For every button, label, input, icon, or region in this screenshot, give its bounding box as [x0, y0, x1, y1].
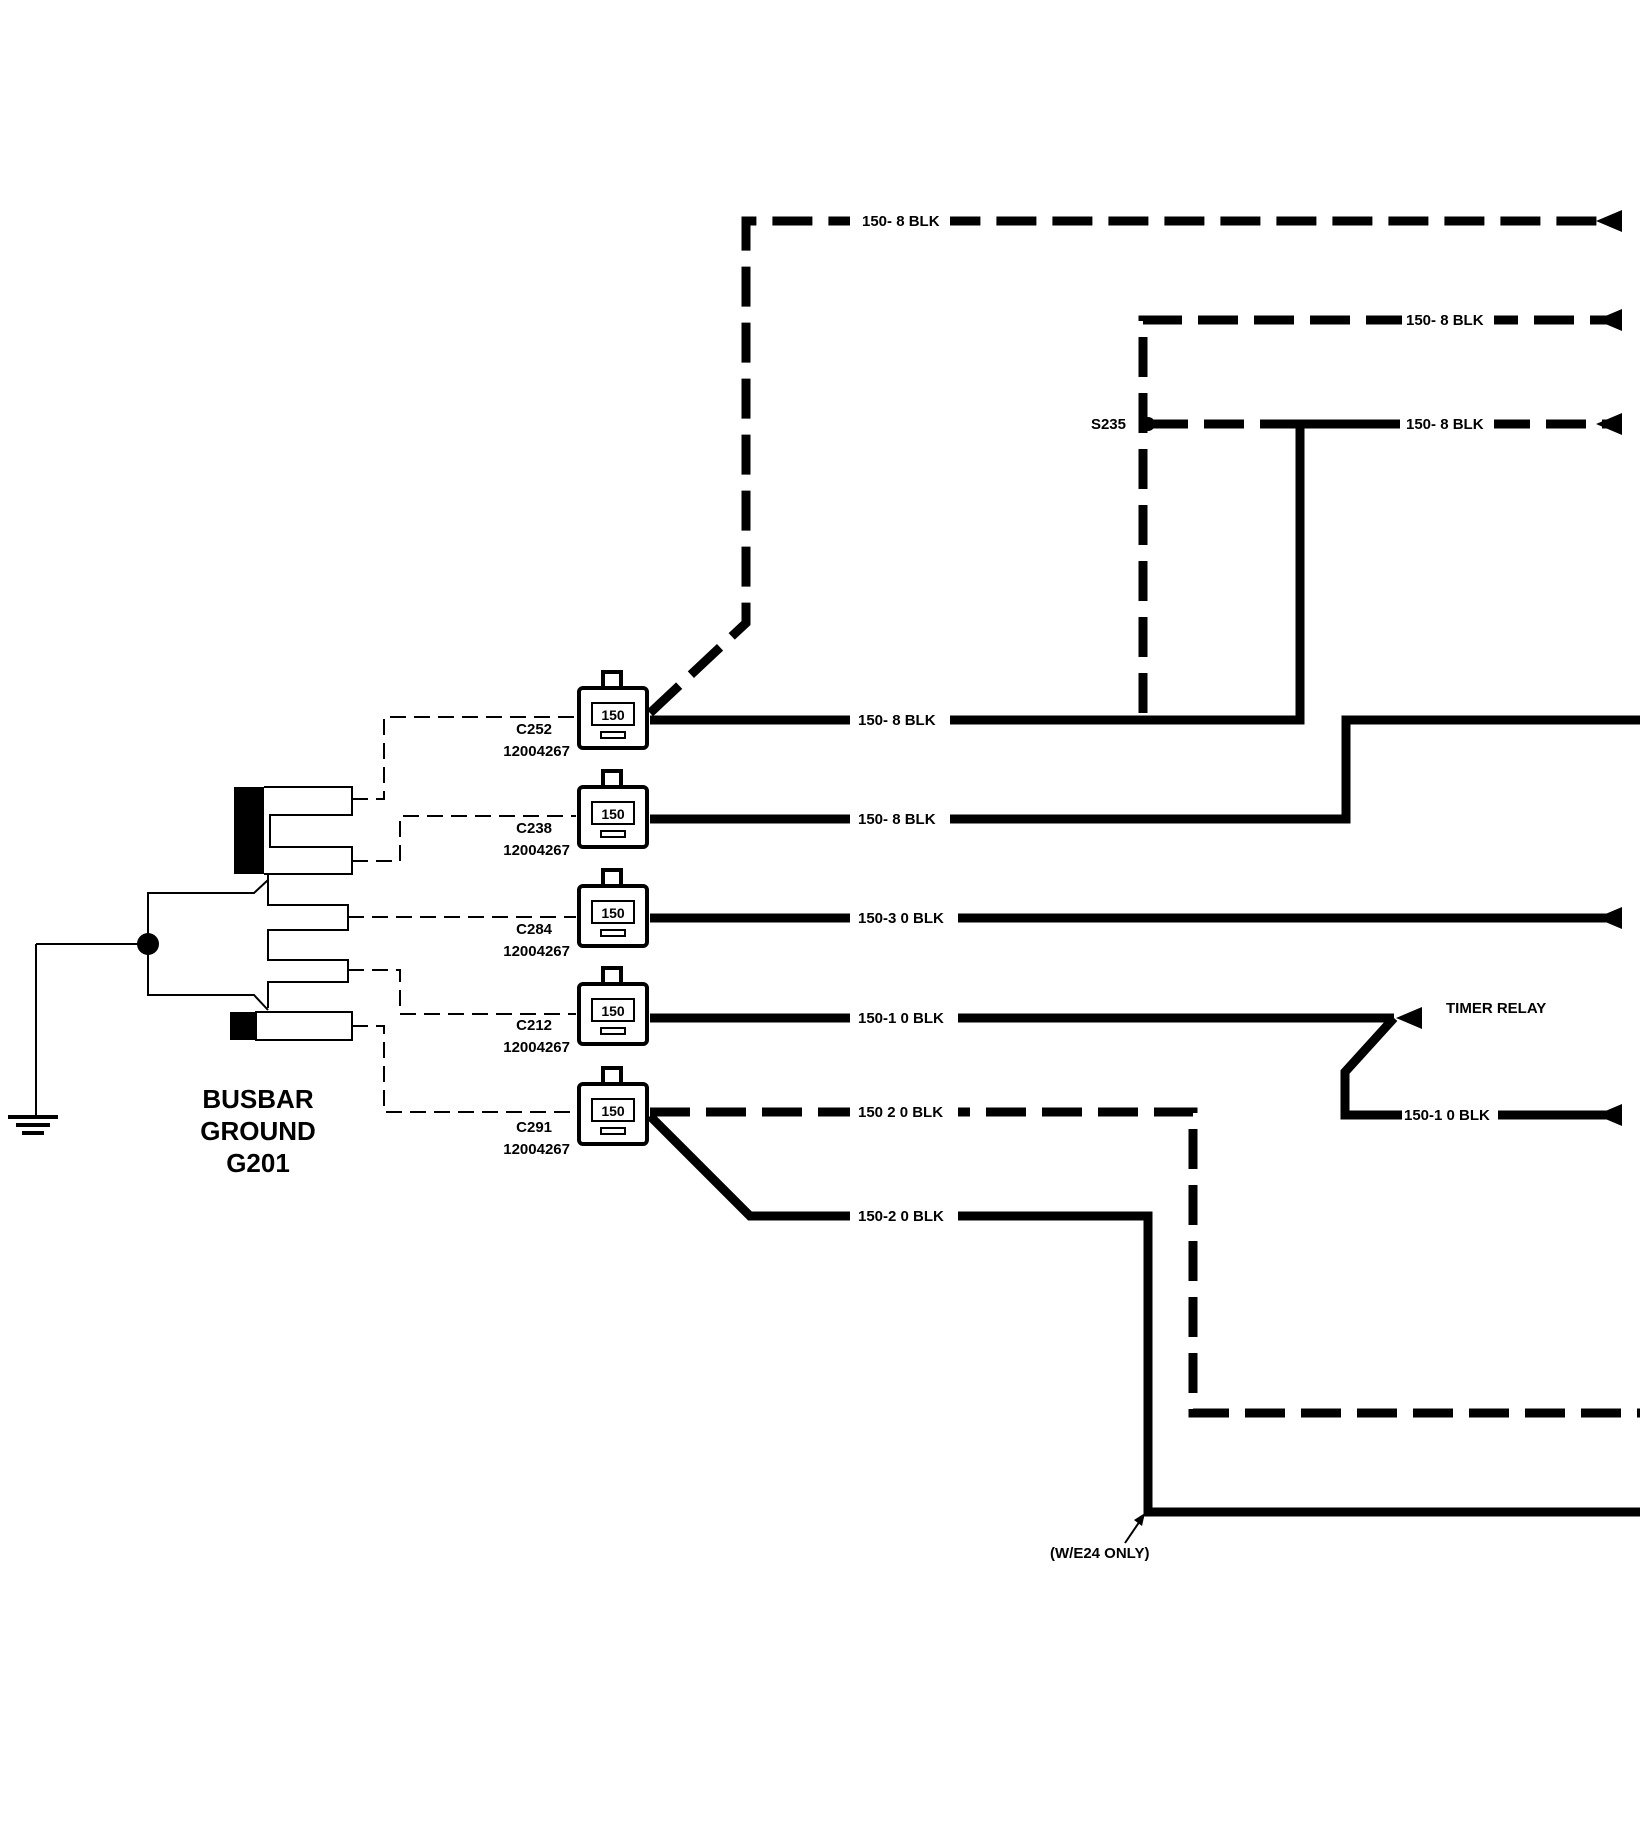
busbar — [230, 786, 353, 1041]
ground-title-line1: BUSBAR — [202, 1084, 313, 1114]
wire-c291-solid-label: 150-2 0 BLK — [858, 1208, 944, 1225]
timer-relay-label: TIMER RELAY — [1446, 1000, 1546, 1017]
connector-c212: 150 — [577, 966, 649, 1046]
option-note: (W/E24 ONLY) — [1050, 1545, 1149, 1562]
wire-top-label: 150- 8 BLK — [862, 213, 940, 230]
connector-c291-part: 12004267 — [503, 1141, 570, 1158]
connector-c284-part: 12004267 — [503, 943, 570, 960]
wire-c284-label: 150-3 0 BLK — [858, 910, 944, 927]
wire-c238-label: 150- 8 BLK — [858, 811, 936, 828]
arrow-timer-lower — [1596, 1104, 1622, 1126]
splice-s235-dot — [1141, 417, 1155, 431]
wire-c291-dashed-label: 150 2 0 BLK — [858, 1104, 943, 1121]
ground-symbol — [8, 943, 148, 1135]
connector-c252-part: 12004267 — [503, 743, 570, 760]
ground-title-line2: GROUND — [200, 1116, 316, 1146]
connector-c284: 150 — [577, 868, 649, 948]
connector-c291-id: C291 — [516, 1119, 552, 1136]
arrow-timer-relay — [1396, 1007, 1422, 1029]
wire-s235-lower-label: 150- 8 BLK — [1406, 416, 1484, 433]
arrow-s235-lower — [1596, 413, 1622, 435]
connector-c212-part: 12004267 — [503, 1039, 570, 1056]
wire-s235-upper-label: 150- 8 BLK — [1406, 312, 1484, 329]
connector-c252-id: C252 — [516, 721, 552, 738]
wire-c252-label: 150- 8 BLK — [858, 712, 936, 729]
connector-c238-part: 12004267 — [503, 842, 570, 859]
connector-c212-pin: 150 — [601, 1003, 625, 1019]
connector-c252: 150 — [577, 670, 649, 750]
connector-c212-id: C212 — [516, 1017, 552, 1034]
connector-c291-pin: 150 — [601, 1103, 625, 1119]
splice-s235-label: S235 — [1091, 416, 1126, 433]
connector-c238-pin: 150 — [601, 806, 625, 822]
arrow-s235-upper — [1596, 309, 1622, 331]
connector-c291: 150 — [577, 1066, 649, 1146]
ground-title-line3: G201 — [226, 1148, 290, 1178]
connector-c238: 150 — [577, 769, 649, 849]
connector-c252-pin: 150 — [601, 707, 625, 723]
connector-c284-pin: 150 — [601, 905, 625, 921]
wire-timer-lower-label: 150-1 0 BLK — [1404, 1107, 1490, 1124]
arrow-c284 — [1596, 907, 1622, 929]
arrow-top — [1596, 210, 1622, 232]
wire-c212-label: 150-1 0 BLK — [858, 1010, 944, 1027]
connector-c284-id: C284 — [516, 921, 553, 938]
connector-c238-id: C238 — [516, 820, 552, 837]
